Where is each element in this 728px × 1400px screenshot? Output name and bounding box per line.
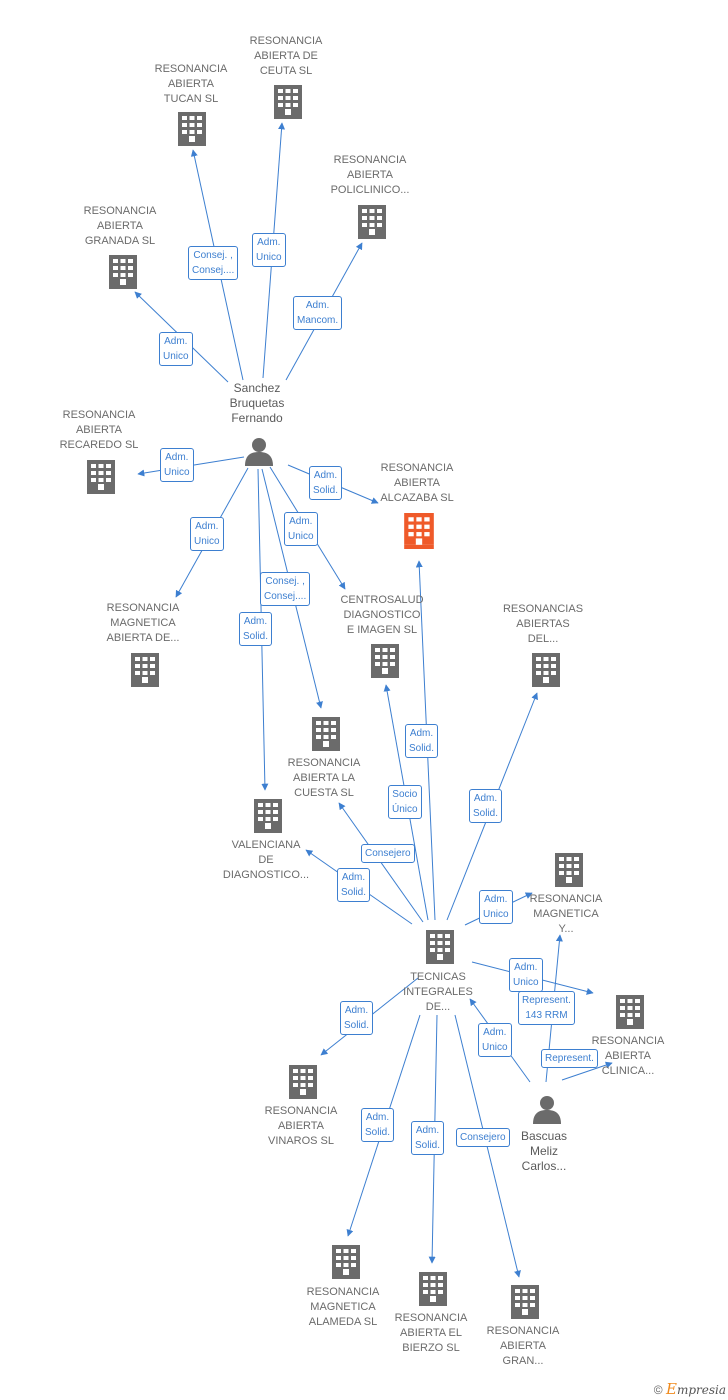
- person-icon-bascuas[interactable]: [533, 1096, 561, 1124]
- building-icon-policlinico[interactable]: [358, 205, 386, 239]
- edge-label-sanchez-tucan[interactable]: Consej. , Consej....: [188, 246, 239, 280]
- node-label-ceuta[interactable]: RESONANCIA ABIERTA DE CEUTA SL: [249, 35, 323, 77]
- building-icon-magnetica-y[interactable]: [555, 853, 583, 887]
- node-label-vinaros[interactable]: RESONANCIA ABIERTA VINAROS SL: [264, 1105, 338, 1147]
- node-label-alameda[interactable]: RESONANCIA MAGNETICA ALAMEDA SL: [306, 1286, 380, 1328]
- edge-label-sanchez-valenciana[interactable]: Adm. Solid.: [239, 612, 273, 646]
- brand-logo-text: mpresia: [676, 1383, 726, 1397]
- edge-label-sanchez-ceuta[interactable]: Adm. Unico: [252, 233, 286, 267]
- person-label-sanchez[interactable]: Sanchez Bruquetas Fernando: [229, 381, 285, 425]
- node-label-granada[interactable]: RESONANCIA ABIERTA GRANADA SL: [83, 205, 157, 247]
- footer-brand: © Empresia: [654, 1380, 726, 1398]
- building-icon-bierzo[interactable]: [419, 1272, 447, 1306]
- building-icon-valenciana[interactable]: [254, 799, 282, 833]
- node-label-magnetica-y[interactable]: RESONANCIA MAGNETICA Y...: [529, 893, 603, 935]
- edge-label-tecnicas-bierzo[interactable]: Adm. Solid.: [411, 1121, 445, 1155]
- node-label-bierzo[interactable]: RESONANCIA ABIERTA EL BIERZO SL: [394, 1312, 468, 1354]
- edge-label-sanchez-recaredo[interactable]: Adm. Unico: [160, 448, 194, 482]
- edge-label-sanchez-alcazaba[interactable]: Adm. Solid.: [309, 466, 343, 500]
- node-label-centrosalud[interactable]: CENTROSALUD DIAGNOSTICO E IMAGEN SL: [340, 594, 424, 636]
- person-icon-sanchez[interactable]: [245, 438, 273, 466]
- edge-label-sanchez-magnetica-de[interactable]: Adm. Unico: [190, 517, 224, 551]
- building-icon-tucan[interactable]: [178, 112, 206, 146]
- node-label-tecnicas[interactable]: TECNICAS INTEGRALES DE...: [403, 971, 473, 1013]
- node-label-valenciana[interactable]: VALENCIANA DE DIAGNOSTICO...: [222, 839, 310, 881]
- building-icon-vinaros[interactable]: [289, 1065, 317, 1099]
- edge-label-tecnicas-clinica[interactable]: Adm. Unico: [509, 958, 543, 992]
- building-icon-alameda[interactable]: [332, 1245, 360, 1279]
- node-label-resonancias-del[interactable]: RESONANCIAS ABIERTAS DEL...: [502, 603, 584, 645]
- node-label-tucan[interactable]: RESONANCIA ABIERTA TUCAN SL: [154, 63, 228, 105]
- edge-label-sanchez-policlinico[interactable]: Adm. Mancom.: [293, 296, 343, 330]
- edge-label-sanchez-centrosalud[interactable]: Adm. Unico: [284, 512, 318, 546]
- edge-label-sanchez-cuesta[interactable]: Consej. , Consej....: [260, 572, 311, 606]
- node-label-clinica[interactable]: RESONANCIA ABIERTA CLINICA...: [591, 1035, 665, 1077]
- building-icon-alcazaba-focus[interactable]: [404, 513, 434, 549]
- edge-label-sanchez-granada[interactable]: Adm. Unico: [159, 332, 193, 366]
- building-icon-gran[interactable]: [511, 1285, 539, 1319]
- edge-label-bascuas-tecnicas[interactable]: Adm. Unico: [478, 1023, 512, 1057]
- node-label-magnetica-de[interactable]: RESONANCIA MAGNETICA ABIERTA DE...: [106, 602, 180, 644]
- edge-label-tecnicas-magnetica-y[interactable]: Adm. Unico: [479, 890, 513, 924]
- edge-bascuas-clinica: [561, 1061, 613, 1081]
- building-icon-clinica[interactable]: [616, 995, 644, 1029]
- building-icon-recaredo[interactable]: [87, 460, 115, 494]
- edge-label-tecnicas-alcazaba[interactable]: Adm. Solid.: [405, 724, 439, 758]
- building-icon-resonancias-del[interactable]: [532, 653, 560, 687]
- building-icon-tecnicas[interactable]: [426, 930, 454, 964]
- building-icon-cuesta[interactable]: [312, 717, 340, 751]
- edge-label-tecnicas-gran[interactable]: Consejero: [456, 1128, 510, 1147]
- edge-label-tecnicas-resonancias-del[interactable]: Adm. Solid.: [469, 789, 503, 823]
- brand-logo-initial: E: [665, 1380, 677, 1398]
- building-icon-granada[interactable]: [109, 255, 137, 289]
- building-icon-centrosalud[interactable]: [371, 644, 399, 678]
- edge-label-tecnicas-valenciana[interactable]: Adm. Solid.: [337, 868, 371, 902]
- edge-label-bascuas-clinica[interactable]: Represent.: [541, 1049, 598, 1068]
- person-label-bascuas[interactable]: Bascuas Meliz Carlos...: [520, 1129, 568, 1173]
- node-label-policlinico[interactable]: RESONANCIA ABIERTA POLICLINICO...: [330, 154, 410, 196]
- node-label-cuesta[interactable]: RESONANCIA ABIERTA LA CUESTA SL: [287, 757, 361, 799]
- building-icon-ceuta[interactable]: [274, 85, 302, 119]
- edge-label-tecnicas-vinaros[interactable]: Adm. Solid.: [340, 1001, 374, 1035]
- node-label-alcazaba[interactable]: RESONANCIA ABIERTA ALCAZABA SL: [380, 462, 454, 504]
- building-icon-magnetica-de[interactable]: [131, 653, 159, 687]
- node-label-recaredo[interactable]: RESONANCIA ABIERTA RECAREDO SL: [59, 409, 139, 451]
- copyright-symbol: ©: [653, 1383, 663, 1397]
- edge-label-tecnicas-cuesta[interactable]: Consejero: [361, 844, 415, 863]
- edge-label-bascuas-magnetica-y[interactable]: Represent. 143 RRM: [518, 991, 575, 1025]
- node-label-gran[interactable]: RESONANCIA ABIERTA GRAN...: [486, 1325, 560, 1367]
- edge-label-tecnicas-alameda[interactable]: Adm. Solid.: [361, 1108, 395, 1142]
- edge-label-tecnicas-centrosalud[interactable]: Socio Único: [388, 785, 422, 819]
